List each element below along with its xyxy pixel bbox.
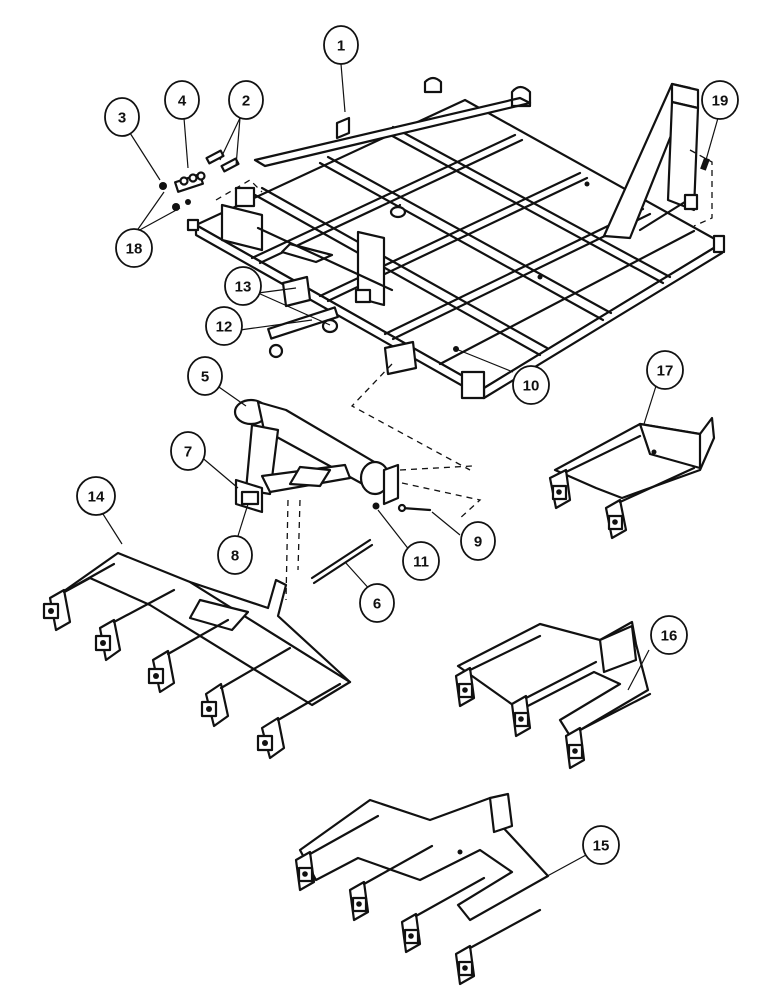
callout-label-5: 5 bbox=[201, 369, 209, 386]
callout-1: 1 bbox=[323, 25, 359, 65]
callout-label-6: 6 bbox=[373, 596, 381, 613]
callout-15: 15 bbox=[582, 825, 620, 865]
callout-6: 6 bbox=[359, 583, 395, 623]
callout-5: 5 bbox=[187, 356, 223, 396]
callout-label-4: 4 bbox=[178, 93, 187, 110]
callout-14: 14 bbox=[76, 476, 116, 516]
callout-label-19: 19 bbox=[712, 93, 729, 110]
callout-7: 7 bbox=[170, 431, 206, 471]
callout-4: 4 bbox=[164, 80, 200, 120]
callout-label-13: 13 bbox=[235, 279, 252, 296]
callout-10: 10 bbox=[512, 365, 550, 405]
assembly-dashline bbox=[350, 363, 471, 471]
callout-11: 11 bbox=[402, 541, 440, 581]
callout-label-12: 12 bbox=[216, 319, 233, 336]
pin-12 bbox=[267, 306, 339, 359]
callout-label-16: 16 bbox=[661, 628, 678, 645]
callout-label-15: 15 bbox=[593, 838, 610, 855]
callout-label-18: 18 bbox=[126, 241, 143, 258]
leader-lines bbox=[95, 63, 719, 881]
callout-12: 12 bbox=[205, 306, 243, 346]
callout-13: 13 bbox=[224, 266, 262, 306]
callout-9: 9 bbox=[460, 521, 496, 561]
bolt-19 bbox=[689, 149, 713, 227]
shank-toolbar-15 bbox=[294, 792, 550, 986]
callout-label-3: 3 bbox=[118, 110, 126, 127]
shank-toolbar-16 bbox=[454, 620, 652, 770]
center-yoke bbox=[233, 398, 482, 601]
callout-label-17: 17 bbox=[657, 363, 674, 380]
callout-label-2: 2 bbox=[242, 93, 250, 110]
callout-3: 3 bbox=[104, 97, 140, 137]
main-frame bbox=[186, 76, 726, 400]
callout-19: 19 bbox=[701, 80, 739, 120]
shank-toolbar-14 bbox=[42, 551, 352, 760]
callout-label-7: 7 bbox=[184, 444, 192, 461]
callout-label-9: 9 bbox=[474, 534, 482, 551]
callout-18: 18 bbox=[115, 228, 153, 268]
callout-label-14: 14 bbox=[88, 489, 105, 506]
shank-toolbar-17 bbox=[548, 416, 716, 540]
hitch-hardware bbox=[159, 149, 263, 211]
callout-label-11: 11 bbox=[413, 554, 429, 571]
callout-label-10: 10 bbox=[523, 378, 540, 395]
callout-label-1: 1 bbox=[337, 38, 345, 55]
callout-16: 16 bbox=[650, 615, 688, 655]
callout-17: 17 bbox=[646, 350, 684, 390]
callout-8: 8 bbox=[217, 535, 253, 575]
callout-label-8: 8 bbox=[231, 548, 239, 565]
callout-2: 2 bbox=[228, 80, 264, 120]
